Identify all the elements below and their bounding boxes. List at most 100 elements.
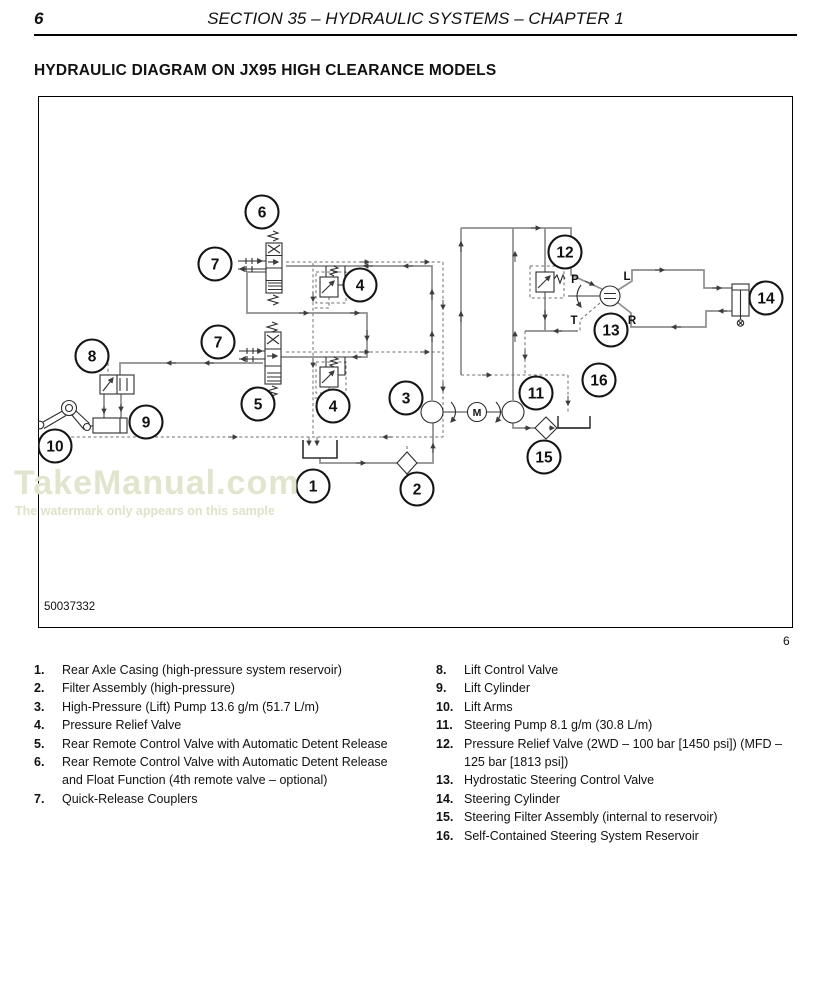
figure-border-box xyxy=(38,96,793,628)
motor-symbol xyxy=(466,401,488,423)
callout-circle-8 xyxy=(74,338,110,374)
legend-item-text: Pressure Relief Valve xyxy=(62,718,182,733)
pump-11-symbol xyxy=(501,400,525,424)
relief-valve-4a-symbol xyxy=(319,265,346,298)
legend-item-text: High-Pressure (Lift) Pump 13.6 g/m (51.7… xyxy=(62,699,320,714)
legend-item: 16. Self-Contained Steering System Reserv… xyxy=(436,827,784,845)
legend-item-number: 1. xyxy=(34,663,45,677)
port-label-L: L xyxy=(623,271,630,283)
legend-item-text: Lift Arms xyxy=(464,699,513,714)
callout-circle-3 xyxy=(388,380,424,416)
callout-circle-7 xyxy=(200,324,236,360)
legend-item: 12. Pressure Relief Valve (2WD – 100 bar … xyxy=(436,735,784,772)
callout-number: 6 xyxy=(258,205,267,222)
legend-item-text: Pressure Relief Valve (2WD – 100 bar [14… xyxy=(464,736,782,770)
callout-circle-12 xyxy=(547,234,583,270)
reservoir-16-symbol xyxy=(557,416,591,429)
legend-item-text: Rear Remote Control Valve with Automatic… xyxy=(62,755,388,788)
steering-cylinder-14-symbol xyxy=(731,283,750,327)
legend-item: 15.Steering Filter Assembly (internal to… xyxy=(436,808,784,826)
callout-number: 8 xyxy=(88,349,97,366)
header-page-number: 6 xyxy=(34,9,44,28)
callout-circle-2 xyxy=(399,471,435,507)
relief-valve-12-symbol xyxy=(535,271,566,293)
legend-item-text: Steering Cylinder xyxy=(464,791,560,806)
figure-code: 50037332 xyxy=(44,601,96,613)
lift-cylinder-9-symbol xyxy=(90,417,128,434)
legend-item: 10. Lift Arms xyxy=(436,698,784,716)
component-symbols xyxy=(38,230,750,475)
reservoir-1-symbol xyxy=(302,440,338,459)
callout-number: 4 xyxy=(356,278,365,295)
legend-item: 4. Pressure Relief Valve xyxy=(34,716,406,734)
header-rule xyxy=(34,34,797,36)
callout-circle-4 xyxy=(342,267,378,303)
legend-item-number: 12. xyxy=(436,736,454,751)
lift-arms-10-symbol xyxy=(38,399,92,432)
legend-item-number: 8. xyxy=(436,663,447,677)
legend-item-number: 9. xyxy=(436,681,447,696)
callout-number: 11 xyxy=(528,386,545,403)
legend-item: 13.Hydrostatic Steering Control Valve xyxy=(436,771,784,789)
callout-circle-9 xyxy=(128,404,164,440)
remote-valve-6-symbol xyxy=(265,230,283,306)
callout-number: 1 xyxy=(309,479,318,496)
steering-valve-13-symbol xyxy=(575,284,621,308)
watermark-title: TakeManual.com xyxy=(14,464,300,502)
callout-circle-6 xyxy=(244,194,280,230)
callout-number: 4 xyxy=(329,399,338,416)
port-label-T: T xyxy=(570,315,577,327)
legend-item-number: 6. xyxy=(34,755,45,770)
legend-item: 11. Steering Pump 8.1 g/m (30.8 L/m) xyxy=(436,716,784,734)
legend-item: 2.Filter Assembly (high-pressure) xyxy=(34,679,406,697)
callout-circle-11 xyxy=(518,375,554,411)
shaft-rotation-arrow-1 xyxy=(450,401,457,423)
legend-item-number: 10. xyxy=(436,699,454,714)
callout-number: 14 xyxy=(757,291,775,308)
callout-number: 5 xyxy=(254,397,263,414)
legend-item-text: Lift Cylinder xyxy=(464,681,530,696)
callout-number: 16 xyxy=(590,373,608,390)
pump-3-symbol xyxy=(420,400,444,424)
callout-number: 2 xyxy=(413,482,422,499)
legend-item: 6. Rear Remote Control Valve with Automat… xyxy=(34,753,406,790)
filter-2-symbol xyxy=(396,451,418,475)
legend-item-number: 11. xyxy=(436,718,453,733)
header-title: SECTION 35 – HYDRAULIC SYSTEMS – CHAPTER… xyxy=(207,9,624,28)
legend-item-number: 4. xyxy=(34,718,45,733)
legend-item-text: Hydrostatic Steering Control Valve xyxy=(464,773,655,788)
callout-circle-15 xyxy=(526,439,562,475)
legend-item-number: 7. xyxy=(34,791,45,806)
callout-number: 13 xyxy=(602,323,620,340)
port-label-P: P xyxy=(571,274,579,286)
watermark-subtitle: The watermark only appears on this sampl… xyxy=(15,504,275,518)
coupler-7b-symbol xyxy=(239,347,265,363)
legend-item-text: Steering Filter Assembly (internal to re… xyxy=(464,810,718,825)
legend-item: 7.Quick-Release Couplers xyxy=(34,790,406,808)
legend-item: 3. High-Pressure (Lift) Pump 13.6 g/m (51… xyxy=(34,698,406,716)
callout-circle-10 xyxy=(38,428,73,464)
legend-item-number: 3. xyxy=(34,699,45,714)
remote-valve-5-symbol xyxy=(264,321,282,397)
legend-item-text: Filter Assembly (high-pressure) xyxy=(62,681,235,696)
filter-15-symbol xyxy=(534,416,558,440)
coupler-7a-symbol xyxy=(238,257,266,273)
port-label-M: M xyxy=(473,407,482,419)
legend-item-text: Self-Contained Steering System Reservoir xyxy=(464,828,699,843)
legend-item: 1.Rear Axle Casing (high-pressure system… xyxy=(34,661,406,679)
legend-item-text: Steering Pump 8.1 g/m (30.8 L/m) xyxy=(464,718,653,733)
callout-number: 10 xyxy=(46,439,63,456)
legend-item-number: 16. xyxy=(436,828,454,843)
callout-circle-7 xyxy=(197,246,233,282)
callout-circle-13 xyxy=(593,312,629,348)
legend-item: 5.Rear Remote Control Valve with Automat… xyxy=(34,735,406,753)
legend-item-number: 14. xyxy=(436,791,454,806)
legend-item: 14. Steering Cylinder xyxy=(436,790,784,808)
flow-arrows xyxy=(101,225,727,466)
callout-circle-1 xyxy=(295,468,331,504)
callout-circle-16 xyxy=(581,362,617,398)
